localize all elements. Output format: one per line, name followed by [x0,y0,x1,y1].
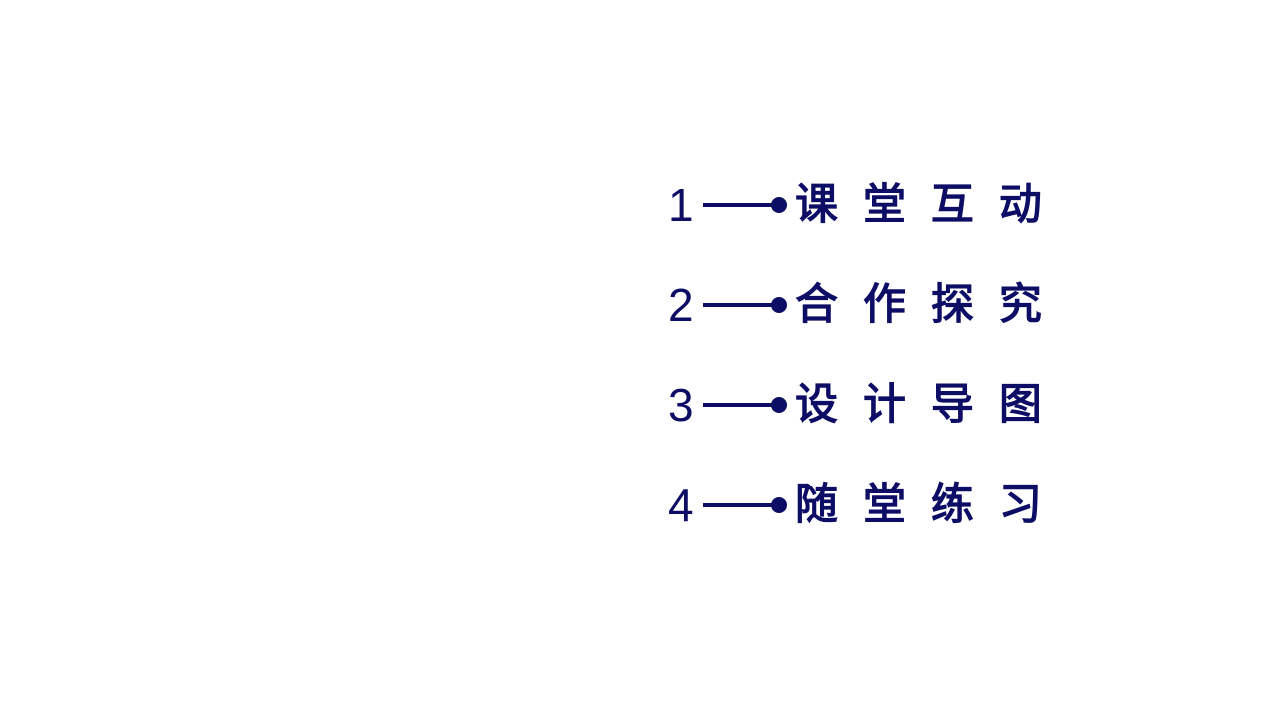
agenda-item-4[interactable]: 4 随堂练习 [668,455,1088,555]
agenda-item-label: 随堂练习 [795,479,1067,530]
agenda-item-number: 3 [668,379,694,431]
connector-dot-icon [771,197,787,213]
connector-dot-icon [771,297,787,313]
agenda-list: 1 课堂互动 2 合作探究 3 设计导图 4 [668,155,1088,555]
line-dot-connector-icon [703,296,787,314]
agenda-item-3[interactable]: 3 设计导图 [668,355,1088,455]
connector-line [703,403,779,407]
agenda-item-label: 课堂互动 [795,179,1067,230]
line-dot-connector-icon [703,396,787,414]
connector-line [703,503,779,507]
connector-line [703,203,779,207]
agenda-item-number: 2 [668,279,694,331]
line-dot-connector-icon [703,496,787,514]
agenda-item-1[interactable]: 1 课堂互动 [668,155,1088,255]
agenda-item-label: 设计导图 [795,379,1067,430]
agenda-item-number: 4 [668,479,694,531]
agenda-item-2[interactable]: 2 合作探究 [668,255,1088,355]
agenda-item-number: 1 [668,179,694,231]
line-dot-connector-icon [703,196,787,214]
agenda-item-label: 合作探究 [795,279,1067,330]
connector-dot-icon [771,397,787,413]
connector-dot-icon [771,497,787,513]
connector-line [703,303,779,307]
